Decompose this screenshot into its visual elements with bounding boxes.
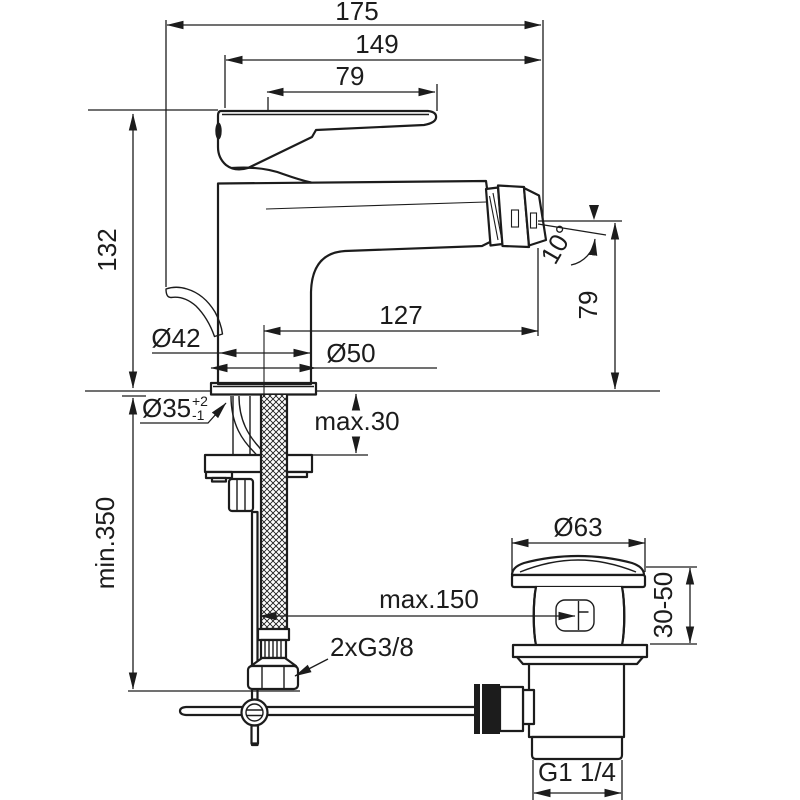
dim-hole-tol-minus: -1 [192, 407, 205, 423]
dim-hole-diameter: Ø35 [142, 393, 191, 423]
spout-aerator [484, 184, 548, 249]
dim-spout-depth: 149 [355, 29, 398, 59]
dim-max-deck-thickness: max.30 [314, 406, 399, 436]
dim-spout-reach: 127 [379, 300, 422, 330]
dim-hole-tol-plus: +2 [192, 393, 208, 409]
dim-waste-cap-diameter: Ø63 [553, 512, 602, 542]
cartridge-dome [230, 166, 313, 184]
dim-overall-depth: 175 [335, 0, 378, 26]
mixer-body-and-spout [216, 179, 496, 386]
handle-accent-dot [215, 122, 222, 140]
dim-outlet-height: 79 [573, 291, 603, 320]
dim-min-hose-length: min.350 [90, 497, 120, 590]
hose-g38-nut [246, 664, 300, 691]
dim-body-height: 132 [92, 228, 122, 271]
dim-waste-clamp-range: 30-50 [648, 572, 678, 639]
dim-base-diameter: Ø50 [326, 338, 375, 368]
braided-supply-hose [249, 393, 298, 668]
dim-body-diameter: Ø42 [151, 323, 200, 353]
body-seam-line [265, 201, 487, 210]
dim-lever-length: 79 [336, 61, 365, 91]
waste-rod-connector [474, 684, 536, 734]
angle-tilted-line [537, 223, 607, 236]
dim-waste-thread: G1 1/4 [538, 757, 616, 787]
dimension-lines [85, 20, 697, 800]
pop-up-actuating-rod [178, 698, 478, 745]
dim-max-rod-length: max.150 [379, 584, 479, 614]
dim-hose-thread: 2xG3/8 [330, 632, 414, 662]
pop-up-waste-assembly [510, 554, 649, 761]
mounting-bracket [203, 453, 314, 483]
shank-hex-nut [227, 477, 255, 513]
mixer-handle [215, 109, 438, 184]
dimension-labels: 175 149 79 132 min.350 127 Ø42 Ø50 Ø35 +… [90, 0, 678, 787]
